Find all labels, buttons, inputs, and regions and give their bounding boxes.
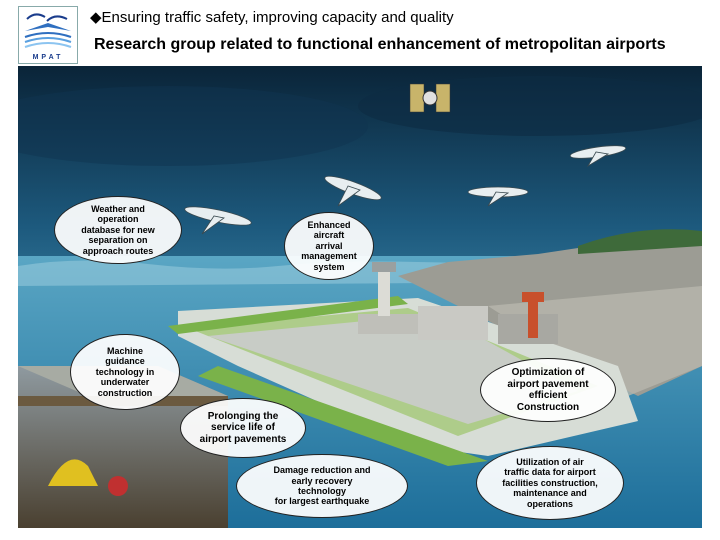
- bubble-pavement-service-life: Prolonging the service life of airport p…: [180, 398, 306, 458]
- airport-scene: [18, 66, 702, 528]
- bubble-air-traffic-data: Utilization of air traffic data for airp…: [476, 446, 624, 520]
- subtitle: ◆Ensuring traffic safety, improving capa…: [90, 9, 454, 26]
- bubble-arrival-management: Enhanced aircraft arrival management sys…: [284, 212, 374, 280]
- aircraft-icon: [467, 186, 529, 207]
- aircraft-icon: [184, 206, 252, 235]
- aircraft-icon: [569, 145, 627, 168]
- page-title: Research group related to functional enh…: [94, 36, 666, 53]
- bubble-pavement-optimization: Optimization of airport pavement efficie…: [480, 358, 616, 422]
- bubble-earthquake-damage-reduction: Damage reduction and early recovery tech…: [236, 454, 408, 518]
- bubble-machine-guidance: Machine guidance technology in underwate…: [70, 334, 180, 410]
- airport-illustration: Weather and operation database for new s…: [18, 66, 702, 528]
- aircraft-icon: [324, 175, 382, 207]
- logo-text: MPAT: [32, 54, 64, 61]
- bubble-weather-database: Weather and operation database for new s…: [54, 196, 182, 264]
- logo-emblem-icon: [24, 13, 72, 48]
- satellite-icon: [409, 83, 451, 113]
- mpat-logo: MPAT: [18, 6, 78, 64]
